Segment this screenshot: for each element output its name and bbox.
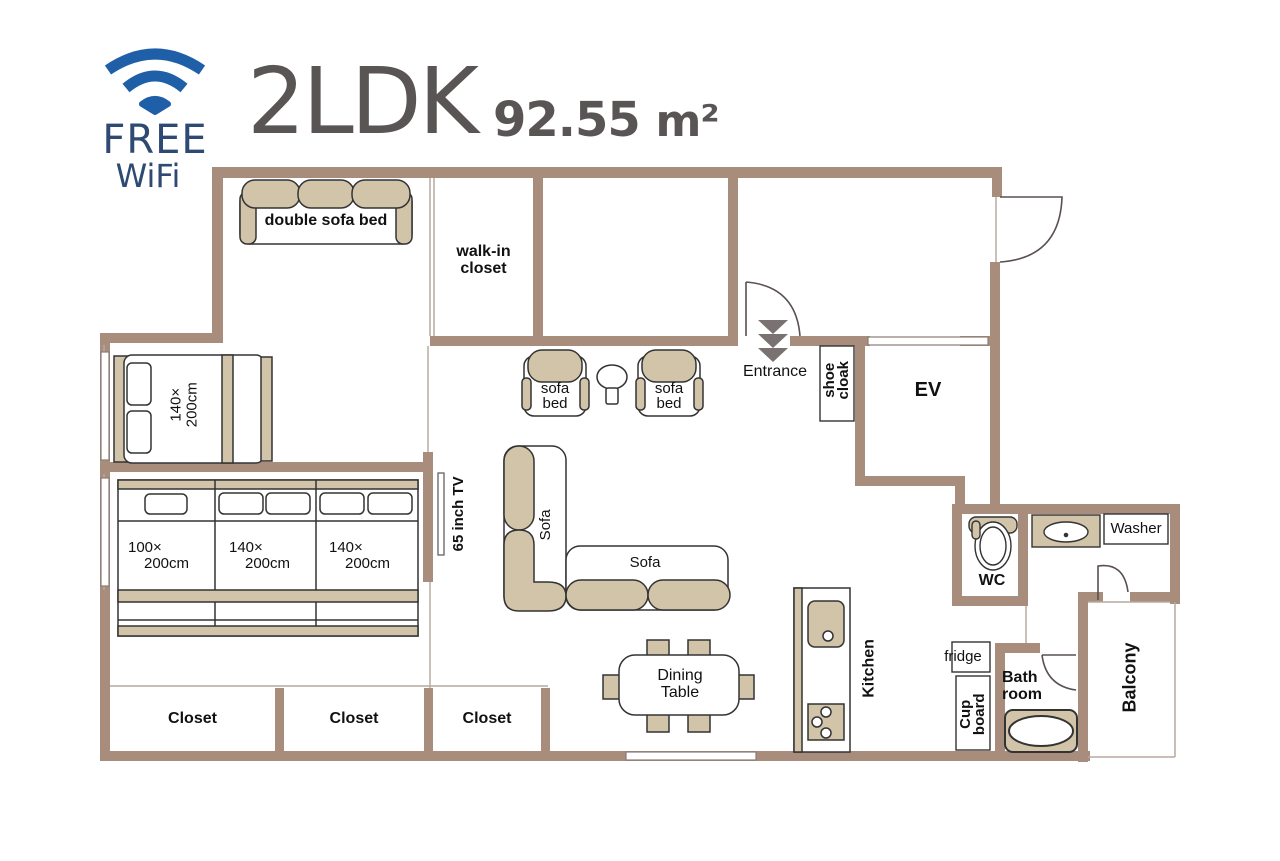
sofa-bed-left-label: sofa bed — [540, 380, 570, 412]
appliance-boxes — [819, 345, 1169, 751]
windows — [100, 336, 989, 761]
wifi-free-text: FREE — [102, 117, 208, 163]
kitchen-label: Kitchen — [860, 639, 878, 698]
bed1-size-label: 100× 200cm — [128, 539, 190, 572]
tv-icon — [437, 472, 445, 556]
washer-label: Washer — [1110, 520, 1162, 537]
entrance-arrows-icon — [758, 320, 788, 362]
double-sofa-bed-label: double sofa bed — [264, 212, 388, 229]
upper-bed — [113, 354, 273, 464]
ev-label: EV — [914, 379, 942, 401]
dining-table-label: Dining Table — [657, 667, 703, 701]
balcony-label: Balcony — [1119, 642, 1140, 713]
bed2-size-label: 140× 200cm — [229, 539, 291, 572]
l-sofa — [503, 445, 731, 612]
toilet-icon — [968, 516, 1018, 571]
shoe-cloak-label: shoe cloak — [820, 361, 852, 400]
sofa-horizontal-label: Sofa — [629, 554, 661, 571]
wifi-icon — [104, 48, 206, 115]
sofa-beds — [521, 349, 704, 417]
bed3-size-label: 140× 200cm — [329, 539, 391, 572]
bathroom-label: Bath room — [1002, 669, 1042, 703]
wifi-badge: FREE WiFi — [100, 44, 210, 194]
layout-type-title: 2LDK — [247, 48, 479, 155]
bathtub-icon — [1004, 709, 1078, 753]
walk-in-closet-label: walk-in closet — [456, 243, 511, 277]
closet-3-label: Closet — [462, 710, 512, 727]
tv-label: 65 inch TV — [450, 476, 468, 552]
area-unit: m² — [655, 96, 720, 147]
area-number: 92.55 — [493, 92, 641, 148]
kitchen-counter — [793, 587, 851, 753]
closet-2-label: Closet — [329, 710, 379, 727]
dining-table — [602, 639, 755, 733]
upper-bed-size-label: 140× 200cm — [167, 382, 200, 428]
sofa-vertical-label: Sofa — [537, 509, 555, 541]
double-sofa-bed — [239, 179, 413, 245]
area-value: 92.55 m² — [493, 96, 720, 147]
fridge-label: fridge — [944, 648, 982, 665]
lower-beds — [117, 479, 419, 637]
closet-1-label: Closet — [168, 710, 217, 727]
wc-label: WC — [978, 572, 1006, 589]
wifi-label-text: WiFi — [115, 157, 181, 195]
sofa-bed-right-label: sofa bed — [654, 380, 684, 412]
entrance-label: Entrance — [742, 363, 808, 380]
washbasin-icon — [1031, 514, 1101, 548]
doors — [745, 196, 1129, 691]
cupboard-label: Cup board — [956, 693, 988, 736]
